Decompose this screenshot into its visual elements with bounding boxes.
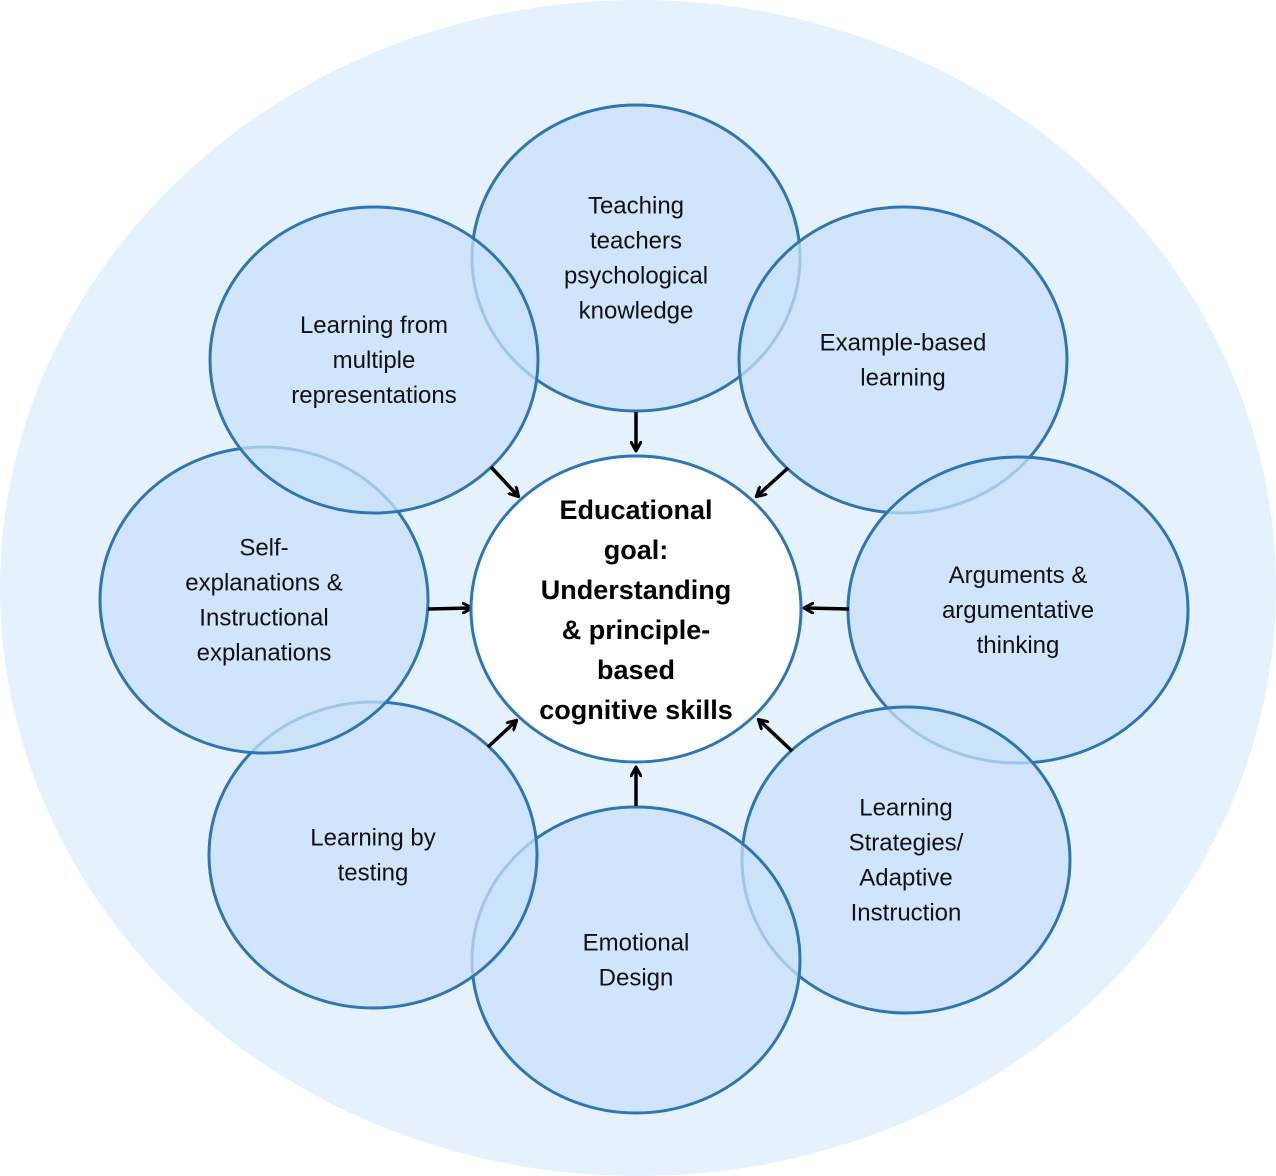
node-teaching-teachers: Teaching teachers psychological knowledge xyxy=(470,103,802,413)
arrows-layer xyxy=(427,412,850,806)
label-line: goal: xyxy=(604,535,669,565)
label-line: Instruction xyxy=(851,900,962,927)
arrow-from-multiple-representations xyxy=(489,465,518,496)
label-line: representations xyxy=(291,382,456,409)
node-example-based-learning-label: Example-based learning xyxy=(820,330,987,392)
label-line: argumentative xyxy=(942,597,1094,624)
label-line: explanations xyxy=(197,640,332,667)
label-line: Understanding xyxy=(541,575,732,605)
label-line: Adaptive xyxy=(859,865,952,892)
label-line: Emotional xyxy=(583,930,690,957)
label-line: Teaching xyxy=(588,193,684,220)
label-line: cognitive skills xyxy=(539,695,733,725)
label-line: Design xyxy=(599,965,674,992)
label-line: teachers xyxy=(590,228,682,255)
node-self-explanations: Self-explanations & Instructional explanat… xyxy=(98,445,430,755)
center-goal-label: Educational goal: Understanding & principle… xyxy=(539,495,733,725)
arrow-from-arguments xyxy=(805,608,850,609)
center-goal-circle xyxy=(469,454,803,764)
arrow-from-self-explanations xyxy=(427,608,471,609)
node-multiple-representations-label: Learning from multiple representations xyxy=(291,312,456,409)
label-line: explanations & xyxy=(185,570,342,597)
center-goal: Educational goal: Understanding & principle… xyxy=(469,454,803,764)
node-multiple-representations-circle xyxy=(208,205,540,515)
label-line: based xyxy=(597,655,675,685)
arrow-from-learning-by-testing xyxy=(486,721,516,749)
nodes-layer: Teaching teachers psychological knowledge E… xyxy=(98,103,1190,1115)
node-arguments-label: Arguments & argumentative thinking xyxy=(942,562,1094,659)
arrow-from-example-based-learning xyxy=(757,466,790,496)
label-line: Instructional xyxy=(199,605,328,632)
label-line: Example-based xyxy=(820,330,987,357)
label-line: thinking xyxy=(977,632,1060,659)
node-multiple-representations: Learning from multiple representations xyxy=(208,205,540,515)
label-line: Learning xyxy=(859,795,952,822)
arrow-from-learning-strategies xyxy=(759,720,794,753)
label-line: Learning from xyxy=(300,312,448,339)
node-example-based-learning: Example-based learning xyxy=(737,205,1069,515)
label-line: learning xyxy=(860,365,945,392)
node-arguments: Arguments & argumentative thinking xyxy=(846,455,1190,765)
label-line: multiple xyxy=(333,347,416,374)
label-line: Learning by xyxy=(310,825,435,852)
label-line: testing xyxy=(338,860,409,887)
node-learning-by-testing-label: Learning by testing xyxy=(310,825,435,887)
label-line: & principle- xyxy=(562,615,711,645)
label-line: Educational xyxy=(559,495,712,525)
label-line: Arguments & xyxy=(949,562,1088,589)
label-line: knowledge xyxy=(579,298,694,325)
label-line: psychological xyxy=(564,263,708,290)
label-line: Strategies/ xyxy=(849,830,964,857)
label-line: Self- xyxy=(239,535,288,562)
node-self-explanations-label: Self-explanations & Instructional explanat… xyxy=(185,535,342,667)
node-teaching-teachers-label: Teaching teachers psychological knowledge xyxy=(564,193,708,325)
